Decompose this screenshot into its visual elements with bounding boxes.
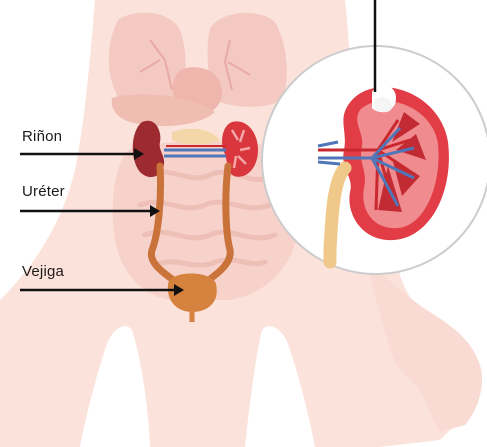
label-bladder: Vejiga (22, 263, 64, 280)
label-kidney: Riñon (22, 128, 62, 145)
label-ureter: Uréter (22, 183, 65, 200)
